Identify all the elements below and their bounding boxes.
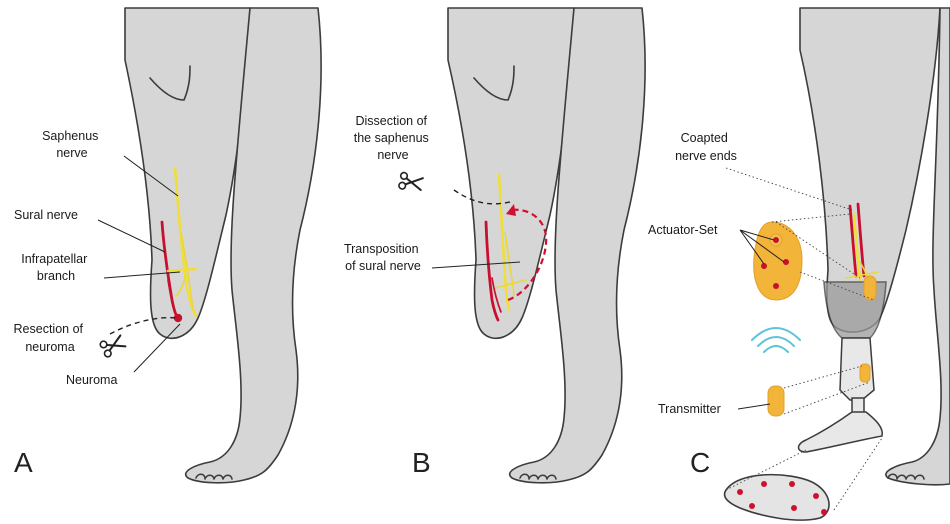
label-infrapatellar-branch: Infrapatellar branch (21, 252, 91, 283)
label-sural-nerve: Sural nerve (14, 208, 78, 222)
scissors-icon (99, 333, 126, 357)
label-saphenus-nerve: Saphenus nerve (42, 129, 102, 160)
panel-a: Saphenus nerve Sural nerve Infrapatellar… (14, 8, 322, 483)
label-transmitter: Transmitter (658, 402, 721, 416)
panel-b: Dissection of the saphenus nerve Transpo… (344, 8, 645, 483)
label-coapted-nerve-ends: Coapted nerve ends (675, 131, 737, 163)
scissors-icon (398, 172, 423, 192)
label-neuroma: Neuroma (66, 373, 117, 387)
implanted-actuator (864, 276, 876, 300)
label-dissection-saphenus: Dissection of the saphenus nerve (354, 114, 433, 162)
label-transposition-sural: Transposition of sural nerve (344, 242, 422, 273)
panel-c: Coapted nerve ends Actuator-Set Transmit… (648, 8, 950, 520)
residual-limb-b (448, 8, 574, 338)
label-resection-of-neuroma: Resection of neuroma (14, 322, 87, 354)
panel-letter-c: C (690, 447, 710, 478)
transmitter-device (768, 386, 784, 416)
label-actuator-set: Actuator-Set (648, 223, 718, 237)
panel-letter-b: B (412, 447, 431, 478)
socket-receiver (860, 364, 870, 382)
wireless-signal-icon (752, 328, 800, 352)
prosthetic-foot (799, 412, 883, 452)
panel-letter-a: A (14, 447, 33, 478)
prosthetic-socket (824, 282, 886, 338)
